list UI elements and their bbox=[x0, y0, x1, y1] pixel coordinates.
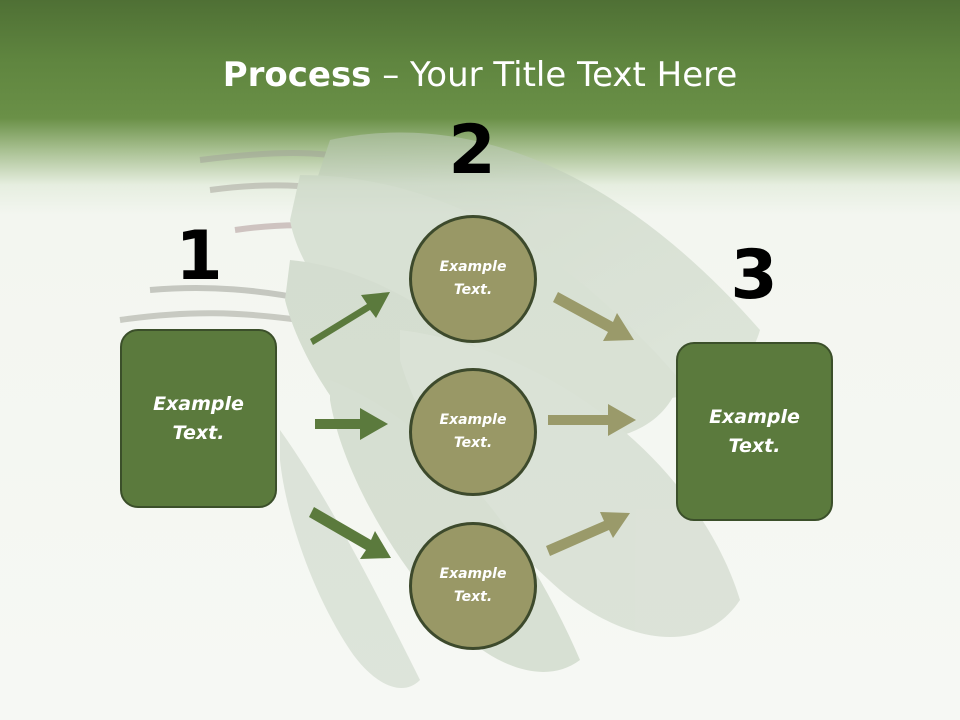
step-number-3: 3 bbox=[730, 236, 778, 315]
slide-title: Process – Your Title Text Here bbox=[0, 52, 960, 98]
circle-3: Example Text. bbox=[409, 522, 537, 650]
arrow-down-right-2 bbox=[553, 292, 634, 341]
arrow-up-right-2 bbox=[546, 512, 630, 556]
step-1-text: Example Text. bbox=[153, 392, 244, 444]
arrow-right-middle bbox=[315, 408, 388, 440]
step-3-box: Example Text. bbox=[676, 342, 833, 521]
arrow-down-right bbox=[309, 507, 391, 559]
circle-2: Example Text. bbox=[409, 368, 537, 496]
step-1-box: Example Text. bbox=[120, 329, 277, 508]
step-3-text: Example Text. bbox=[709, 405, 800, 457]
circle-1-text: Example Text. bbox=[439, 259, 507, 298]
arrow-right-middle-2 bbox=[548, 404, 636, 436]
step-number-2: 2 bbox=[448, 111, 496, 190]
circle-1: Example Text. bbox=[409, 215, 537, 343]
arrows-right-group bbox=[546, 292, 636, 556]
arrow-up-right bbox=[310, 292, 390, 345]
circle-2-text: Example Text. bbox=[439, 412, 507, 451]
circle-3-text: Example Text. bbox=[439, 566, 507, 605]
title-bold: Process bbox=[222, 55, 372, 95]
title-rest: – Your Title Text Here bbox=[371, 55, 738, 95]
arrows-left-group bbox=[309, 292, 391, 559]
step-number-1: 1 bbox=[175, 217, 223, 296]
